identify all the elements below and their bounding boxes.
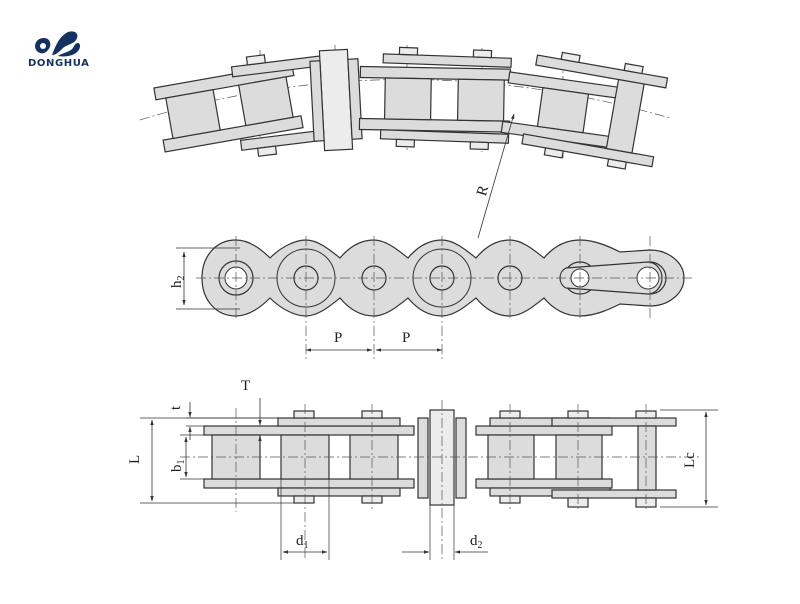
- inner-width-label: b1: [169, 460, 187, 473]
- plate-thickness-t-label: t: [168, 405, 184, 410]
- pitch-label-2: P: [402, 330, 410, 346]
- pitch-label-1: P: [334, 330, 342, 346]
- plan-view: t T L b1 Lc: [127, 378, 718, 560]
- donghua-logo-icon: [35, 31, 80, 57]
- overall-length-label: L: [127, 455, 143, 464]
- roller-diameter-label: d1: [296, 533, 309, 551]
- plate-thickness-T-label: T: [241, 378, 250, 394]
- plate-height-label: h2: [169, 276, 187, 289]
- connecting-length-label: Lc: [682, 452, 698, 468]
- radius-label: R: [474, 184, 492, 198]
- pin-diameter-label: d2: [470, 533, 483, 551]
- side-profile-view: h2 P P: [169, 236, 692, 360]
- brand-name: DONGHUA: [28, 58, 90, 69]
- curved-chain-view: R: [139, 45, 671, 239]
